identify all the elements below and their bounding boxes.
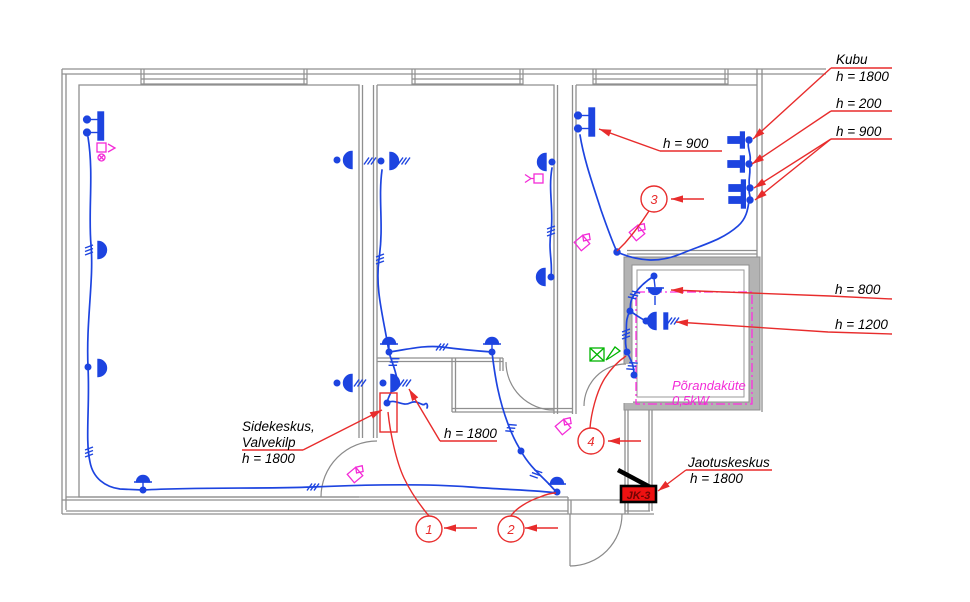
socket-double-room3-icon xyxy=(573,107,596,137)
junction-bath-low xyxy=(623,348,631,356)
lamp-bathroom-icon xyxy=(645,277,665,305)
label-floor-heating-2: 0,5kW xyxy=(672,393,711,408)
label-h800: h = 800 xyxy=(835,282,881,297)
socket-pair-divider-low-icon xyxy=(333,373,412,393)
labels: Kubu h = 1800 h = 200 h = 900 h = 900 h … xyxy=(242,52,889,486)
doors xyxy=(320,361,627,567)
sidekeskus-junction xyxy=(383,399,391,407)
fan-symbol xyxy=(589,346,622,362)
label-sidekeskus-3: h = 1800 xyxy=(242,451,295,466)
circuit-4-circle xyxy=(577,427,605,455)
circuit-2-label: 2 xyxy=(506,522,515,537)
leader-arrowheads xyxy=(369,128,767,532)
door-arc-closet xyxy=(505,361,555,411)
window-2 xyxy=(411,69,524,85)
sidekeskus-box xyxy=(379,392,398,433)
tv-outlet-hall-icon xyxy=(554,414,576,436)
label-floor-heating-1: Põrandaküte xyxy=(672,378,746,393)
label-jaotuskeskus-2: h = 1800 xyxy=(690,471,743,486)
leaders xyxy=(242,67,893,529)
socket-double-room1-icon xyxy=(82,111,105,141)
socket-bathroom-icon xyxy=(642,311,680,331)
jk3-box: JK-3 xyxy=(616,468,658,504)
label-h1200: h = 1200 xyxy=(835,317,888,332)
junction-bath-end xyxy=(630,371,638,379)
circuit-4-label: 4 xyxy=(587,434,594,449)
jk3-label: JK-3 xyxy=(627,490,651,502)
socket-room1-mid-icon xyxy=(97,240,108,260)
label-h900-right: h = 900 xyxy=(836,124,882,139)
label-sidekeskus-1: Sidekeskus, xyxy=(242,419,315,434)
wire-junction xyxy=(517,447,525,455)
circuit-3-label: 3 xyxy=(650,192,658,207)
circuit-2-circle xyxy=(497,515,525,543)
label-sidekeskus-2: Valvekilp xyxy=(242,435,296,450)
label-jaotuskeskus-1: Jaotuskeskus xyxy=(687,455,770,470)
socket-room1-low-icon xyxy=(84,358,108,378)
lamp-room1-icon xyxy=(133,474,153,494)
circuit-3-circle xyxy=(640,185,668,213)
label-h900-left: h = 900 xyxy=(663,136,709,151)
tv-outlet-room2-icon xyxy=(524,173,544,184)
label-kubu: Kubu xyxy=(836,52,868,67)
label-kubu-h: h = 1800 xyxy=(836,69,889,84)
window-3 xyxy=(592,69,729,85)
door-arc-entry xyxy=(569,513,623,567)
lamp-kitchen-left-icon xyxy=(379,336,399,356)
circuit-1-circle xyxy=(415,515,443,543)
windows xyxy=(140,69,729,85)
junction-room3 xyxy=(613,248,621,256)
floor-heating-zone xyxy=(635,291,753,405)
junction-bath-mid xyxy=(626,307,634,315)
circuit-1-label: 1 xyxy=(425,522,432,537)
tv-outlet-room1-low-icon xyxy=(346,462,368,484)
tv-outlets xyxy=(96,142,650,484)
door-arc-bathroom xyxy=(583,363,627,407)
bathroom-walls xyxy=(622,256,761,411)
door-arc-room1 xyxy=(320,440,378,498)
lamp-kitchen-right-icon xyxy=(482,336,502,356)
window-1 xyxy=(140,69,308,85)
junction-bath-top xyxy=(650,272,658,280)
circuit-markers: 1 2 3 4 xyxy=(415,185,668,543)
socket-room2-right-low-icon xyxy=(535,267,555,287)
label-h1800-mid: h = 1800 xyxy=(444,426,497,441)
socket-room2-right-icon xyxy=(536,152,556,172)
socket-pair-divider-top-icon xyxy=(333,150,411,171)
devices xyxy=(82,107,754,496)
label-h200: h = 200 xyxy=(836,96,882,111)
tv-outlet-room1-icon xyxy=(96,142,117,162)
tv-outlet-hall-top-icon xyxy=(573,230,595,252)
